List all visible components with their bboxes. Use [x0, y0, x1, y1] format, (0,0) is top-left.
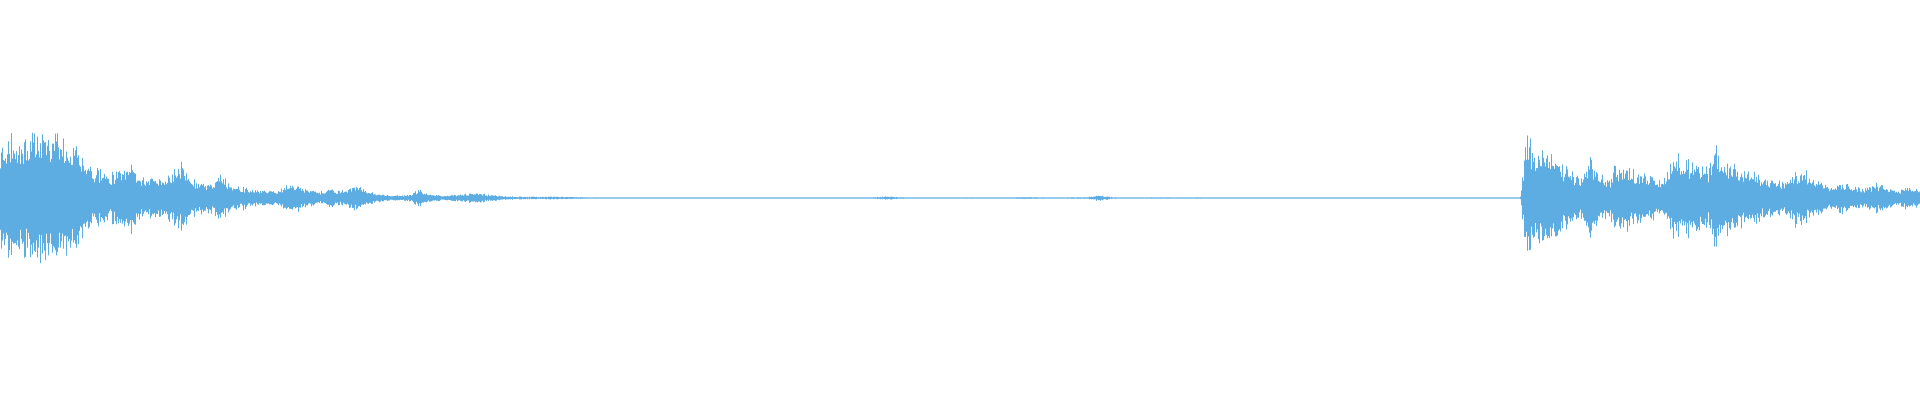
waveform-trace — [0, 132, 1920, 264]
